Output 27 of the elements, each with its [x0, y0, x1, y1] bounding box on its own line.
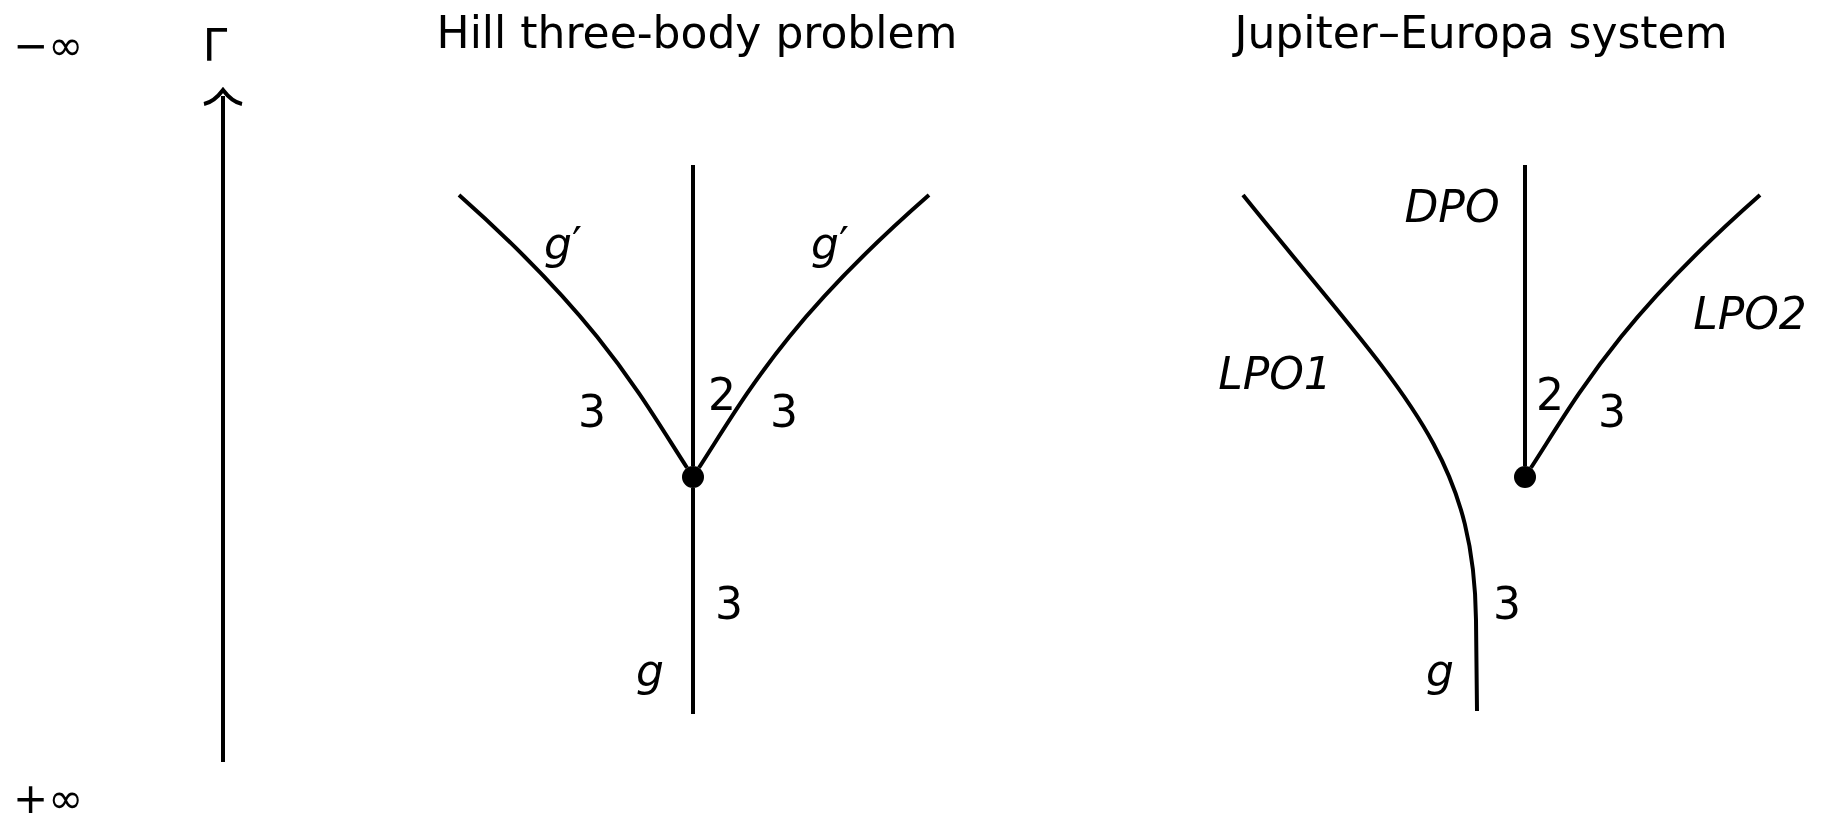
text-label: Jupiter–Europa system — [1234, 11, 1728, 55]
text-label: Γ — [202, 24, 228, 68]
text-label: g′ — [811, 222, 849, 266]
text-label: g′ — [544, 222, 582, 266]
text-label: 2 — [1536, 373, 1564, 417]
branch-line — [1523, 165, 1527, 466]
text-label: g — [1426, 649, 1454, 693]
text-label: 3 — [578, 390, 606, 434]
text-label: g — [636, 649, 664, 693]
branch-line — [457, 193, 689, 469]
text-label: 3 — [1598, 390, 1626, 434]
text-label: LPO2 — [1693, 292, 1807, 336]
bifurcation-point — [1514, 466, 1536, 488]
text-label: +∞ — [12, 778, 84, 820]
text-label: −∞ — [12, 25, 84, 67]
text-label: 3 — [715, 582, 743, 626]
text-label: 3 — [1493, 582, 1521, 626]
text-label: 2 — [708, 373, 736, 417]
text-label: DPO — [1404, 185, 1500, 229]
text-label: Hill three-body problem — [436, 11, 958, 55]
bifurcation-point — [682, 466, 704, 488]
text-label: 3 — [770, 390, 798, 434]
branch-line — [1529, 193, 1762, 469]
branch-line — [691, 488, 695, 714]
branch-line — [697, 193, 931, 469]
text-label: LPO1 — [1218, 352, 1332, 396]
branch-line — [691, 165, 695, 466]
